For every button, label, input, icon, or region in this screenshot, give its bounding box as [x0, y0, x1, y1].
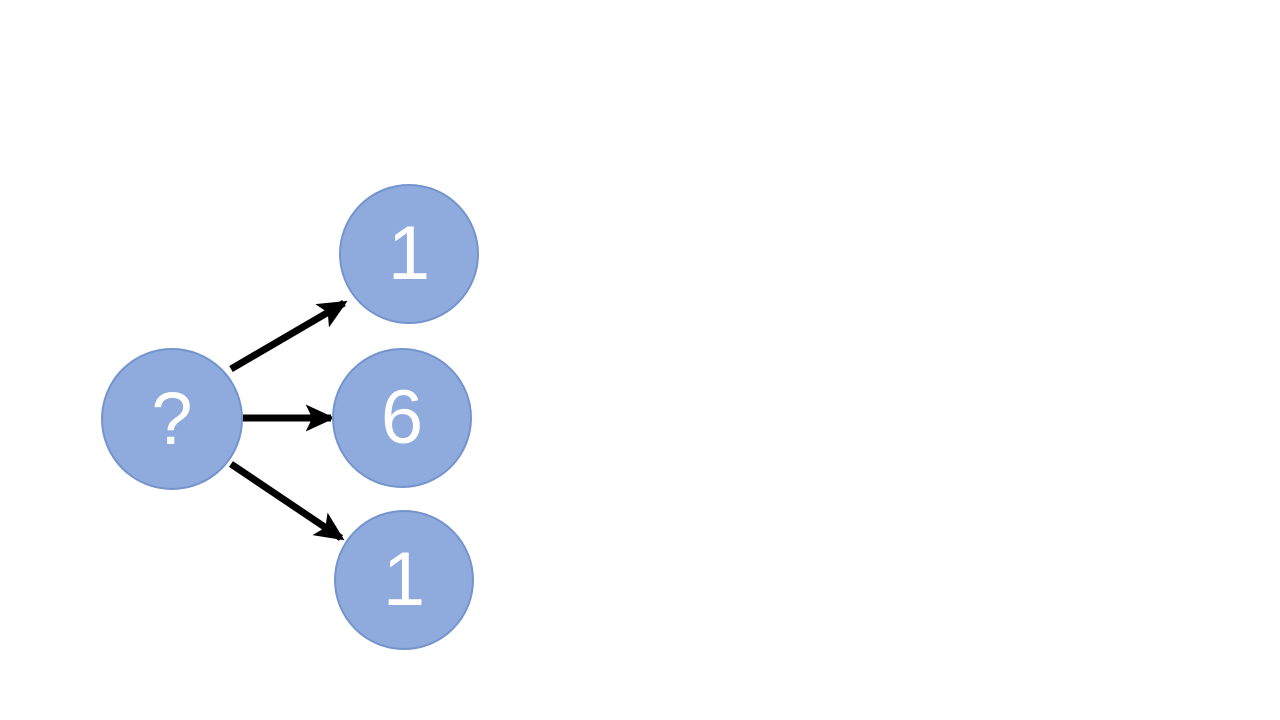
node-six-middle-label: 6 — [380, 375, 424, 460]
arrow-source-to-one-bottom — [229, 461, 345, 541]
arrow-source-to-one-top — [229, 299, 348, 373]
node-one-bottom-label: 1 — [382, 537, 426, 622]
node-one-top[interactable]: 1 — [339, 184, 479, 324]
node-six-middle[interactable]: 6 — [332, 348, 472, 488]
node-one-bottom[interactable]: 1 — [334, 510, 474, 650]
node-question[interactable]: ? — [101, 348, 243, 490]
edges-group — [229, 299, 348, 541]
node-one-top-label: 1 — [387, 211, 431, 296]
node-question-label: ? — [151, 377, 193, 460]
